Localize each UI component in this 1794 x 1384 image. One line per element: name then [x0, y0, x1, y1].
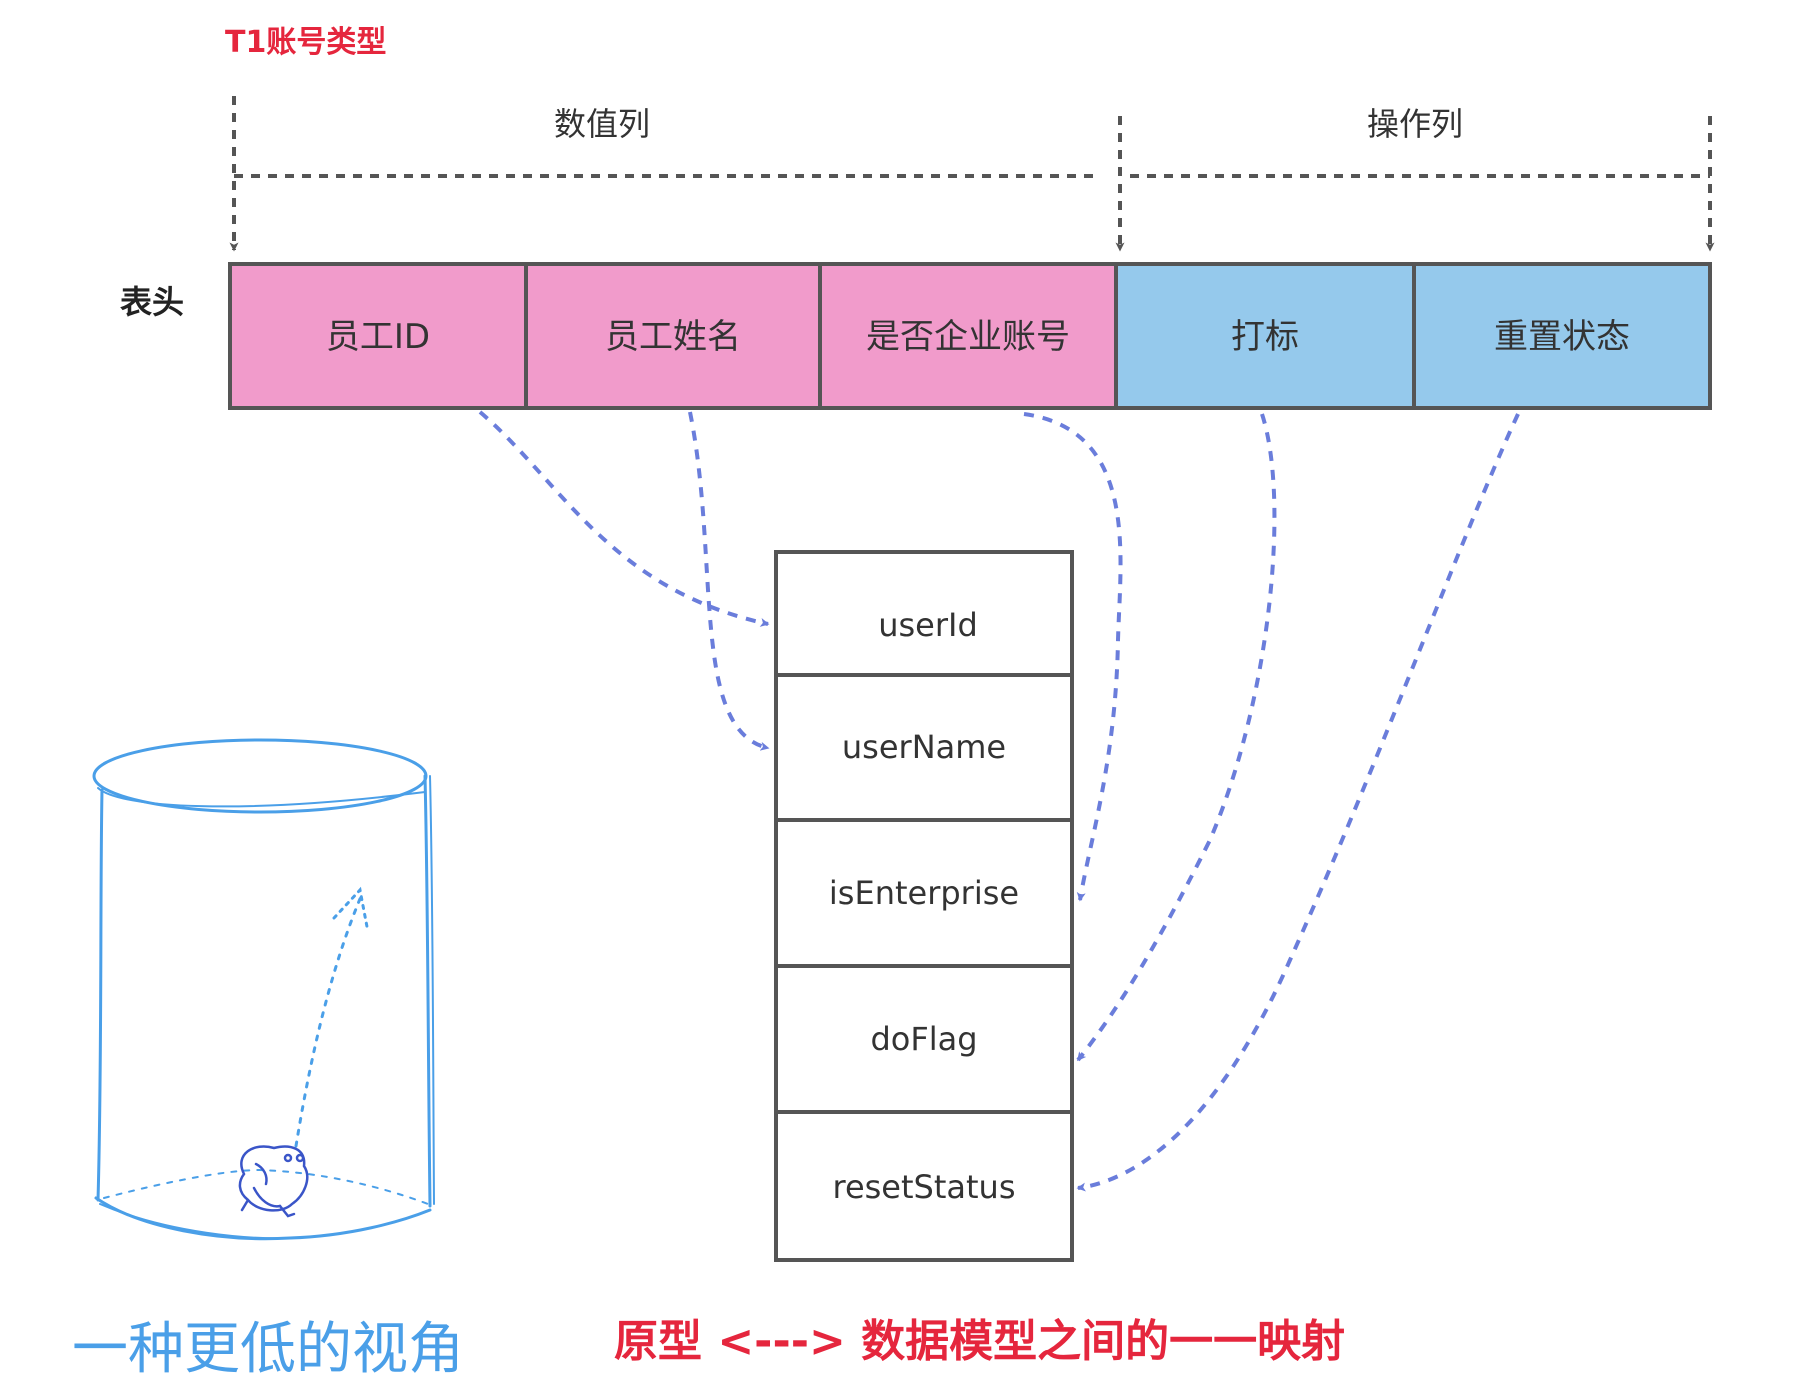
header-cell-is-enterprise: 是否企业账号: [818, 262, 1118, 410]
dotted-up-arrow: [294, 892, 364, 1148]
group-label-actions: 操作列: [1367, 105, 1463, 143]
model-field-user-name: userName: [842, 728, 1006, 766]
diagram-title: T1账号类型: [225, 25, 386, 60]
header-cell-label: 打标: [1231, 317, 1299, 357]
header-cell-label: 重置状态: [1494, 317, 1630, 357]
header-cell-reset-status: 重置状态: [1412, 262, 1712, 410]
header-cell-label: 是否企业账号: [866, 317, 1070, 357]
connector-is-enterprise: [1023, 412, 1123, 902]
header-cell-employee-name: 员工姓名: [524, 262, 822, 410]
group-label-values: 数值列: [554, 105, 650, 143]
mapping-connectors: [478, 410, 1520, 1192]
header-cell-label: 员工姓名: [605, 317, 741, 357]
header-row: 员工ID 员工姓名 是否企业账号 打标 重置状态: [228, 262, 1712, 410]
model-field-is-enterprise: isEnterprise: [829, 874, 1019, 912]
caption-mapping: 原型 <---> 数据模型之间的一一映射: [614, 1316, 1345, 1367]
model-field-do-flag: doFlag: [870, 1020, 977, 1058]
header-cell-flag: 打标: [1114, 262, 1416, 410]
connector-reset-status: [1076, 413, 1520, 1192]
header-row-label: 表头: [120, 283, 184, 321]
model-field-reset-status: resetStatus: [832, 1168, 1015, 1206]
connector-flag: [1076, 413, 1277, 1062]
connector-employee-name: [688, 411, 770, 751]
caption-lower-perspective: 一种更低的视角: [72, 1317, 464, 1382]
header-cell-label: 员工ID: [326, 317, 430, 357]
model-field-user-id: userId: [878, 606, 978, 644]
cylinder-sketch: [92, 738, 435, 1241]
header-cell-employee-id: 员工ID: [228, 262, 528, 410]
connector-employee-id: [478, 410, 770, 627]
frog-icon: [238, 1145, 309, 1218]
group-brackets: [229, 96, 1715, 252]
data-model-box: userId userName isEnterprise doFlag rese…: [774, 550, 1074, 1262]
